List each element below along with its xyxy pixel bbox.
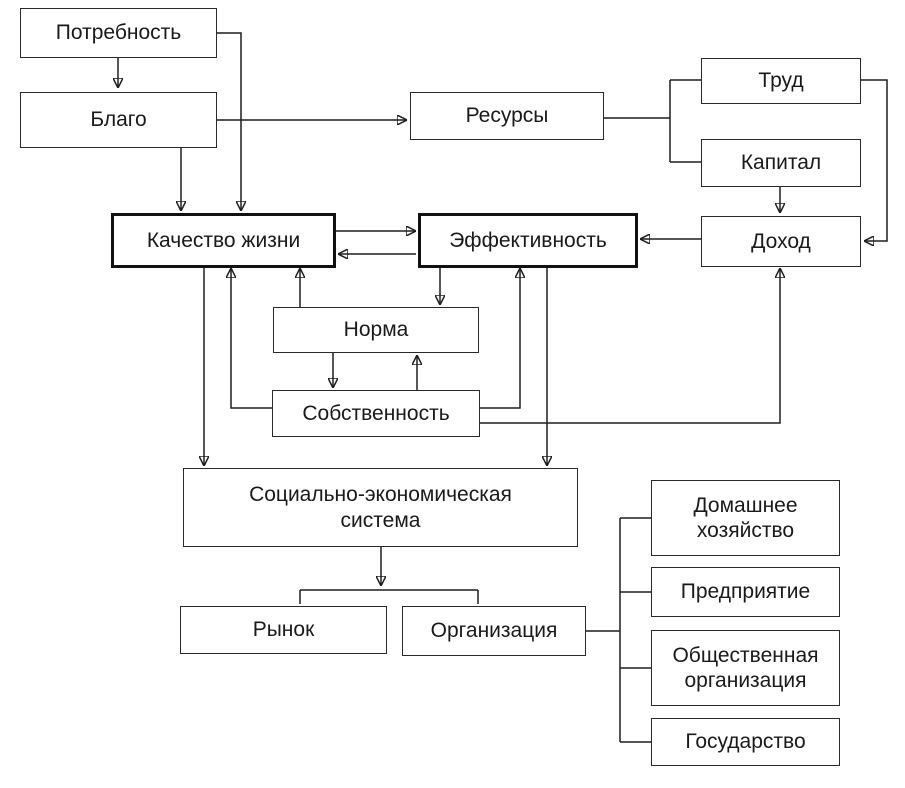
household-node: Домашнее хозяйство [651, 480, 840, 556]
arrow-need-to-quality [217, 32, 241, 211]
quality-of-life-node: Качество жизни [111, 213, 336, 268]
good-node: Благо [20, 92, 217, 148]
organization-node: Организация [402, 606, 586, 656]
enterprise-label: Предприятие [680, 580, 811, 604]
labor-node: Труд [701, 58, 861, 104]
arrow-property-to-quality [231, 268, 272, 409]
property-label: Собственность [302, 401, 450, 425]
efficiency-node: Эффективность [418, 213, 638, 268]
resources-node: Ресурсы [410, 92, 604, 140]
connector-organization-types [586, 517, 651, 743]
quality-of-life-label: Качество жизни [146, 228, 301, 252]
public-organization-label: Общественная организация [672, 643, 819, 692]
socio-economic-system-node: Социально-экономическая система [183, 468, 578, 547]
need-node: Потребность [20, 8, 217, 58]
capital-node: Капитал [701, 139, 861, 187]
efficiency-label: Эффективность [449, 228, 607, 252]
household-label: Домашнее хозяйство [693, 493, 798, 542]
state-node: Государство [651, 718, 840, 766]
market-label: Рынок [252, 618, 315, 642]
property-node: Собственность [272, 390, 480, 437]
public-organization-node: Общественная организация [651, 630, 840, 706]
capital-label: Капитал [740, 151, 822, 175]
income-node: Доход [701, 216, 861, 267]
organization-label: Организация [430, 619, 558, 643]
resources-label: Ресурсы [465, 104, 549, 128]
need-label: Потребность [55, 21, 182, 45]
enterprise-node: Предприятие [651, 567, 840, 617]
arrow-labor-to-income [861, 79, 888, 241]
market-node: Рынок [180, 606, 387, 654]
arrow-property-to-efficiency [480, 268, 520, 409]
socio-economic-system-label: Социально-экономическая система [249, 483, 512, 532]
income-label: Доход [751, 229, 811, 253]
norm-label: Норма [343, 318, 409, 342]
arrow-property-to-income [480, 268, 780, 424]
norm-node: Норма [273, 307, 479, 353]
state-label: Государство [685, 730, 806, 754]
connector-market-organization [299, 589, 479, 604]
labor-label: Труд [758, 69, 804, 93]
connector-resources-labor-capital [604, 79, 701, 163]
good-label: Благо [90, 108, 147, 132]
